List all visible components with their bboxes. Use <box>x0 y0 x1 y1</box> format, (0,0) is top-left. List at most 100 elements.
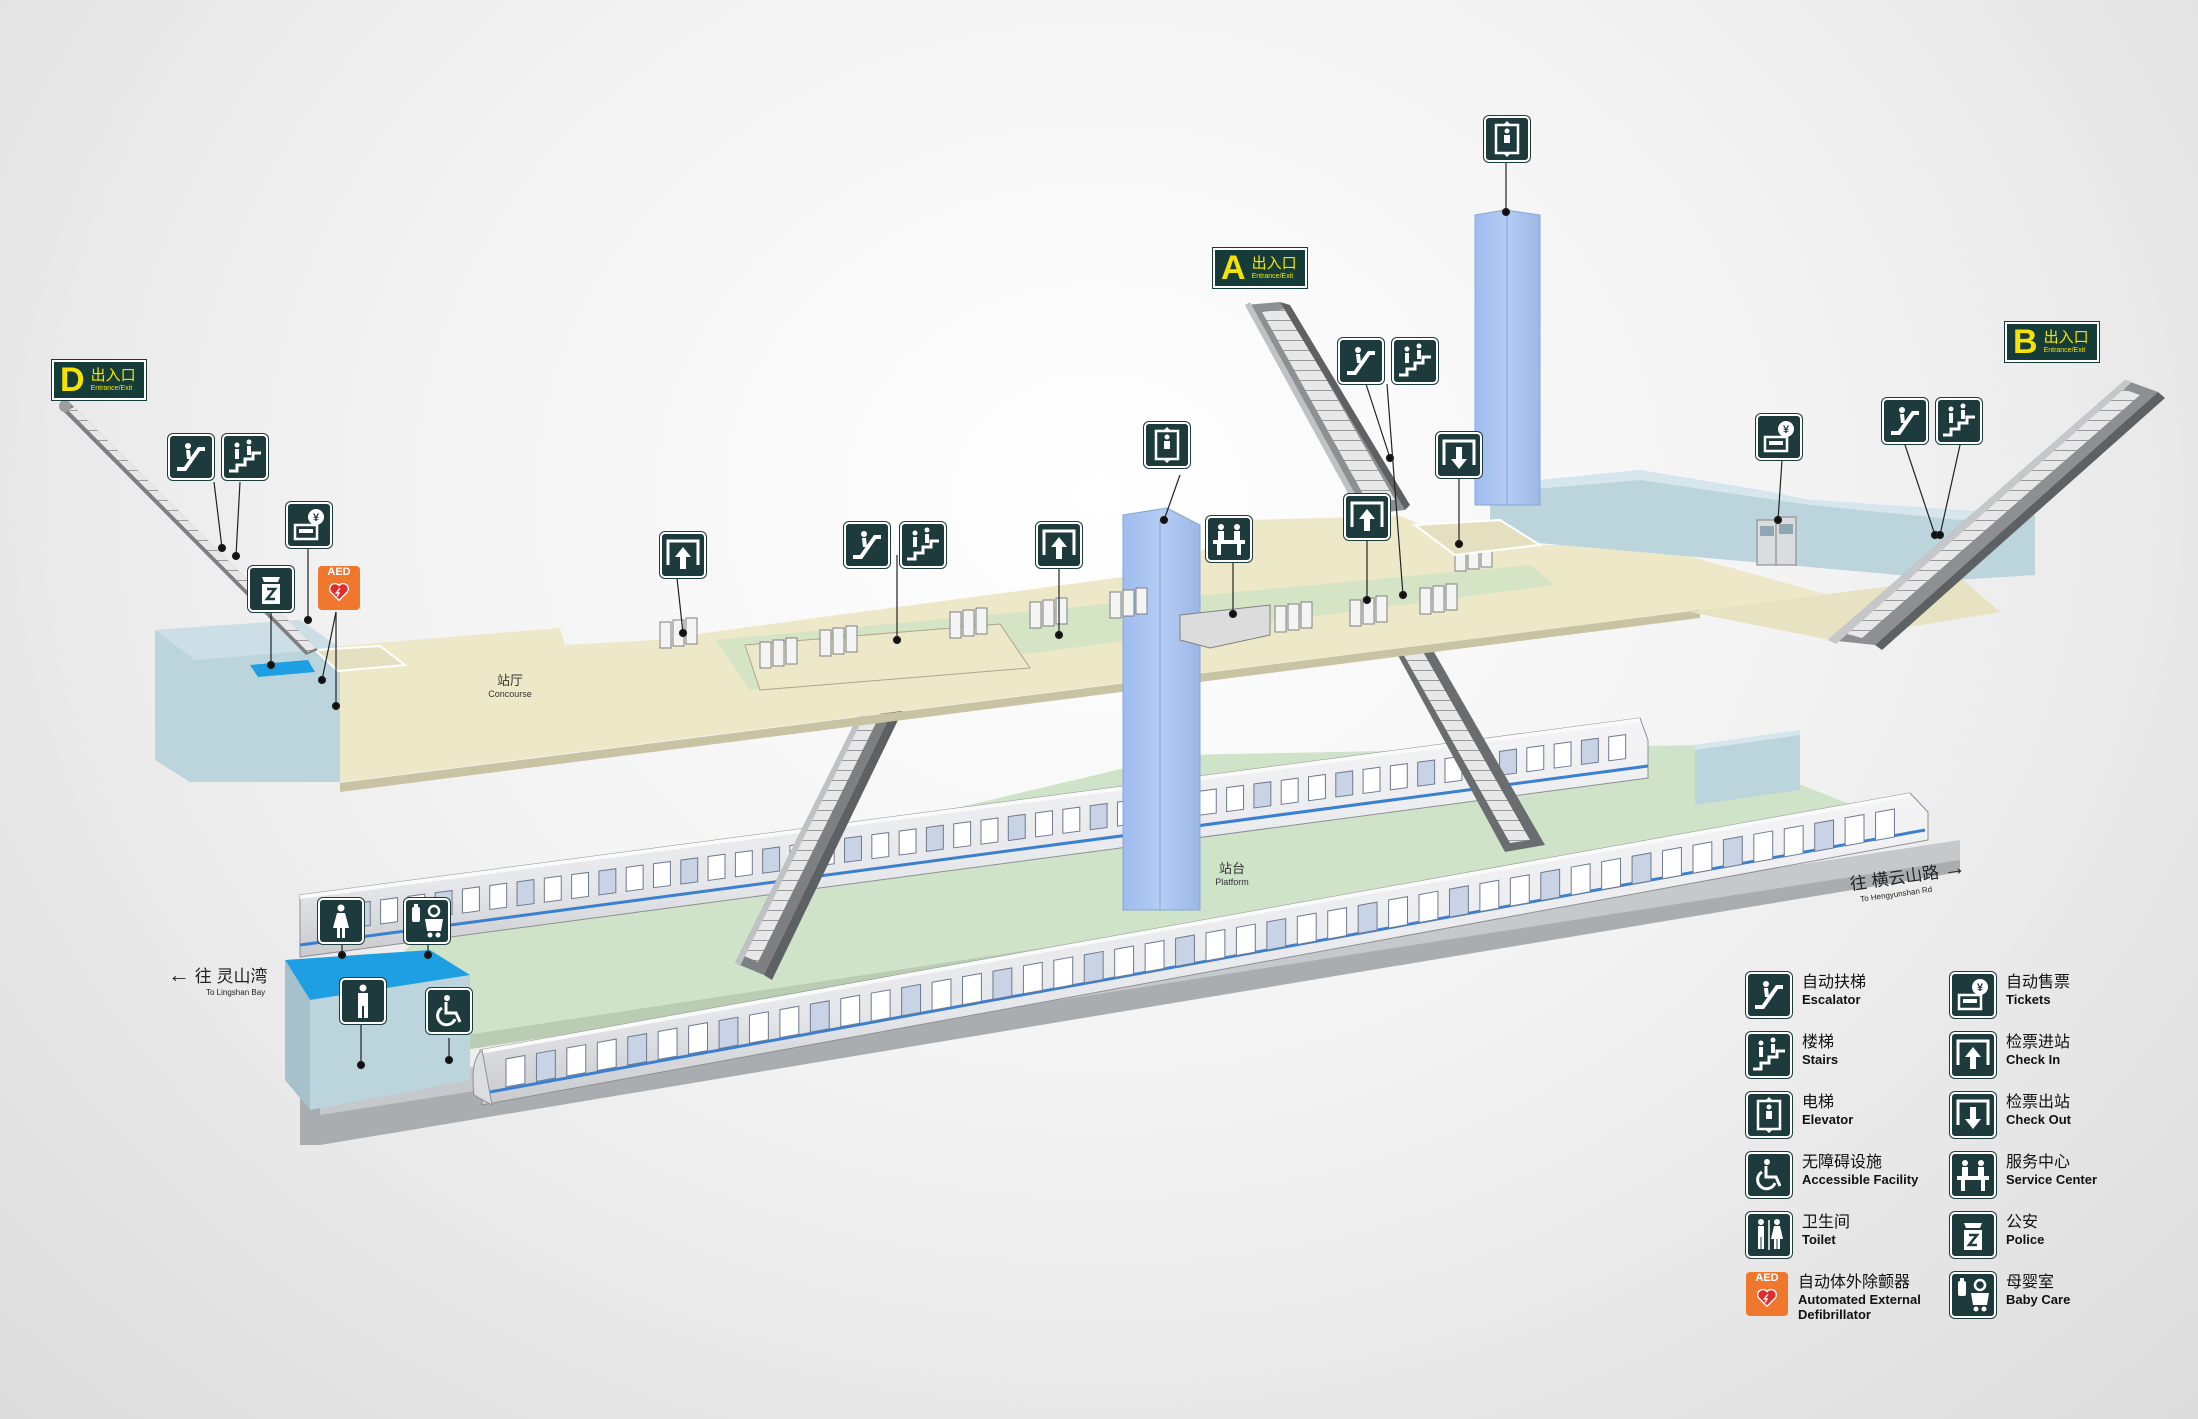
elevator-shaft-center <box>1122 507 1201 911</box>
legend-label-en: Check Out <box>2006 1112 2072 1127</box>
train-window <box>1226 784 1245 813</box>
elevator-icon <box>1746 1092 1792 1138</box>
fare-gate <box>975 607 988 635</box>
train-window <box>625 864 644 892</box>
fare-gate <box>1300 601 1313 629</box>
police-icon <box>248 566 294 612</box>
train-window <box>844 835 862 863</box>
accessible-icon <box>426 988 472 1034</box>
train-window <box>809 1000 830 1033</box>
concourse-floor <box>340 516 1880 782</box>
check-in-icon <box>1036 522 1082 568</box>
exit-d-sign: D 出入口 Entrance/Exit <box>52 360 146 400</box>
exit-a-cn: 出入口 <box>1251 254 1297 272</box>
train-window <box>1062 806 1081 834</box>
train-window <box>1235 923 1256 957</box>
train-window <box>1553 741 1572 769</box>
train-window <box>953 821 972 849</box>
fare-gate <box>962 609 975 637</box>
train-window <box>1783 824 1804 858</box>
train-window <box>1418 890 1439 924</box>
concourse-void-left <box>312 644 408 673</box>
check-out-icon <box>1436 432 1482 478</box>
police-icon <box>1950 1212 1996 1258</box>
concourse-label-cn: 站厅 <box>496 673 523 688</box>
check-in-icon <box>1950 1032 1996 1078</box>
train-window <box>718 1016 739 1050</box>
train-window <box>1580 737 1599 766</box>
escalator-right-lower <box>1395 645 1545 852</box>
train-window <box>627 1033 648 1066</box>
aed-map-text: AED <box>327 566 351 578</box>
legend-label-en: Service Center <box>2006 1172 2098 1187</box>
escalator-icon <box>1746 972 1792 1018</box>
legend-label-cn: 卫生间 <box>1802 1214 1851 1231</box>
fare-gate <box>1375 595 1388 623</box>
legend-label-en: Escalator <box>1802 992 1861 1007</box>
fare-gate <box>1274 605 1287 633</box>
train-window <box>1205 928 1226 962</box>
train-window <box>657 1027 678 1061</box>
check-in-icon <box>660 532 706 578</box>
train-window <box>840 994 861 1028</box>
train-window <box>1144 939 1165 973</box>
concourse-level <box>155 209 2035 911</box>
train-window <box>992 967 1013 1000</box>
train-window <box>1089 802 1108 831</box>
svg-text:¥: ¥ <box>1977 982 1984 994</box>
train-window <box>1175 934 1195 967</box>
train-window <box>1114 945 1135 978</box>
platform-equipment-room <box>1695 730 1800 805</box>
train-window <box>535 1049 556 1083</box>
legend-label-cn: 自动扶梯 <box>1802 974 1867 991</box>
train-window <box>1253 781 1272 809</box>
escalator-exit-b <box>1828 380 2165 650</box>
stairs-icon <box>1746 1032 1792 1078</box>
legend-label-cn: 无障碍设施 <box>1802 1154 1883 1171</box>
toilet-female-icon <box>318 898 364 944</box>
train-window <box>870 989 891 1022</box>
left-blue-pad <box>250 660 315 677</box>
train-window <box>707 853 726 882</box>
legend-label-en: Police <box>2006 1232 2045 1247</box>
train-window <box>962 972 982 1006</box>
train-window <box>1362 766 1381 795</box>
train-window <box>762 846 781 874</box>
legend-label-cn: 服务中心 <box>2006 1154 2071 1171</box>
arrow-right-icon: → <box>1941 854 1967 882</box>
legend-label-en: Elevator <box>1802 1112 1854 1127</box>
train-window <box>1662 846 1682 880</box>
exit-a-letter: A <box>1221 249 1246 287</box>
train-window <box>1389 763 1408 791</box>
concourse-label: 站厅 Concourse <box>470 670 550 699</box>
fare-gate <box>1135 587 1148 615</box>
train-window <box>1540 868 1561 902</box>
train-window <box>1753 830 1774 863</box>
elevator-shaft-a <box>1474 209 1541 506</box>
fare-gate <box>1042 599 1055 627</box>
platform-label: 站台 Platform <box>1192 858 1272 887</box>
train-window <box>1526 744 1545 773</box>
legend-label-cn: 自动体外除颤器 <box>1798 1274 1911 1291</box>
escalator-icon <box>168 434 214 480</box>
left-service-block <box>155 620 340 782</box>
direction-left-en: To Lingshan Bay <box>206 988 266 997</box>
escalator-icon <box>1882 398 1928 444</box>
baby-care-icon <box>404 898 450 944</box>
train-window <box>1296 912 1317 946</box>
fare-gate <box>759 641 772 669</box>
stairs-icon <box>1936 398 1982 444</box>
exit-d-letter: D <box>60 361 85 399</box>
train-window <box>1035 810 1054 838</box>
train-window <box>489 882 508 911</box>
service-center-icon <box>1950 1152 1996 1198</box>
train-window <box>1601 857 1622 891</box>
